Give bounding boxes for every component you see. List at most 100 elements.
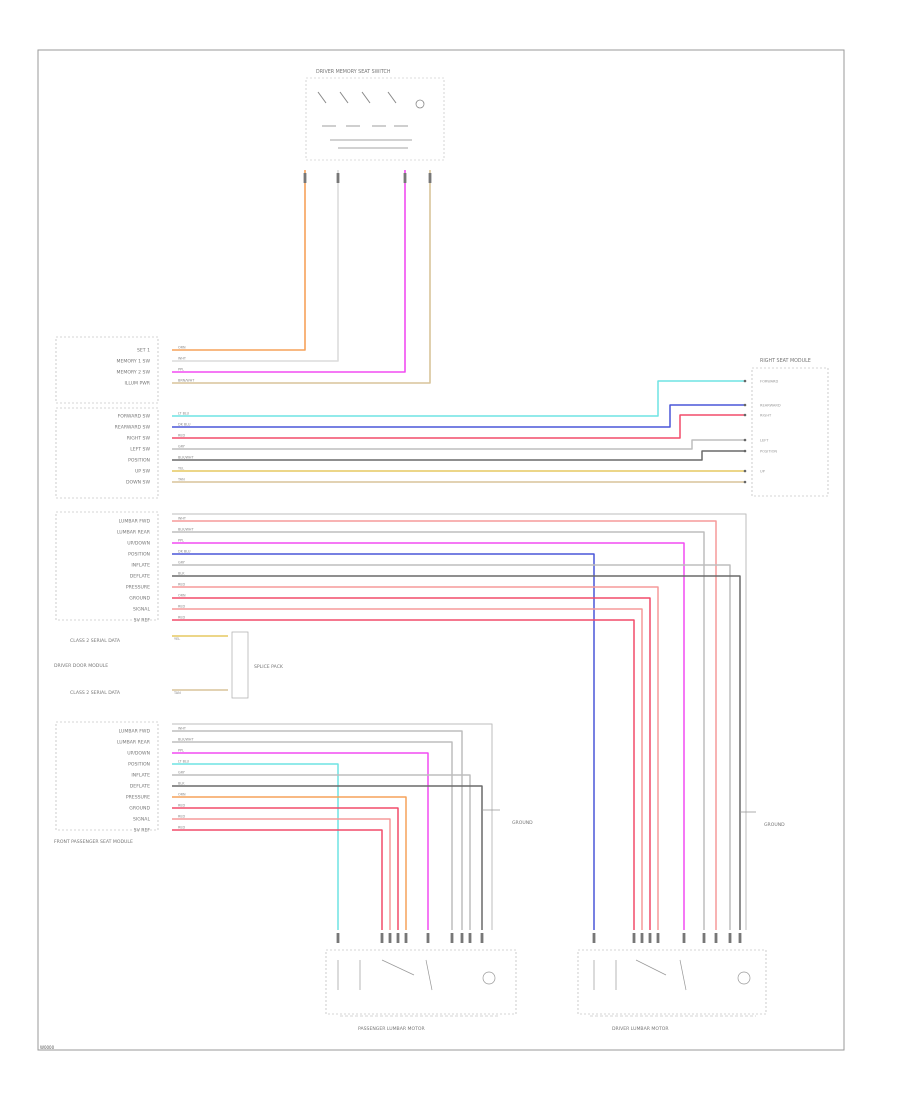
module-c-wire-label: PPL — [178, 539, 184, 543]
right-pin-label: POSITION — [760, 450, 777, 454]
serial-data-label-2: CLASS 2 SERIAL DATA — [70, 690, 121, 696]
connector-pin — [743, 480, 747, 484]
motor-connector-tick — [450, 933, 454, 943]
wire-group — [172, 170, 756, 930]
module-c-label: LUMBAR FWD — [119, 519, 151, 525]
module-c-wire-label: GRY — [178, 561, 186, 565]
module-d-label: POSITION — [128, 762, 150, 768]
connector-pin — [743, 403, 747, 407]
switch-wire — [172, 170, 339, 362]
splice-pack-label: SPLICE PACK — [254, 664, 284, 670]
driver-door-module-label: DRIVER DOOR MODULE — [54, 663, 108, 669]
module-c-wire-label: DK BLU — [178, 550, 191, 554]
module-c-wire-label: RED — [178, 605, 185, 609]
switch-wire — [172, 170, 306, 351]
module-d-wire-label: BLK — [178, 782, 185, 786]
module-d-wire — [172, 785, 483, 930]
module-c-label: LUMBAR REAR — [117, 530, 151, 536]
module-a-label: ILLUM PWR — [124, 381, 150, 387]
motor-connector-tick — [640, 933, 644, 943]
module-c-label: INFLATE — [131, 563, 150, 569]
module-c-label: POSITION — [128, 552, 150, 558]
module-d-wire — [172, 730, 463, 930]
module-b-wire — [172, 439, 745, 450]
right-pin-label: FORWARD — [760, 380, 779, 384]
motor-connector-tick — [656, 933, 660, 943]
module-b-wire — [172, 450, 745, 461]
module-d-label: INFLATE — [131, 773, 150, 779]
motor-connector-tick — [728, 933, 732, 943]
module-c-wire — [172, 564, 731, 930]
module-c-label: UP/DOWN — [127, 541, 150, 547]
module-c-wire-label: BLK/WHT — [178, 528, 194, 532]
module-c-wire-label: WHT — [178, 517, 187, 521]
module-a-wire-label: PPL — [178, 368, 184, 372]
module-b-wire-label: BLK/WHT — [178, 456, 194, 460]
module-d-label: 5V REF — [134, 828, 151, 834]
connector-tick — [303, 173, 307, 183]
module-a-wire-label: ORN — [178, 346, 186, 350]
right-pin-label: REARWARD — [760, 404, 781, 408]
module-d-label: LUMBAR REAR — [117, 740, 151, 746]
module-d-wire-label: ORN — [178, 793, 186, 797]
module-c-wire — [172, 586, 659, 930]
module-a-label: SET 1 — [137, 348, 150, 354]
connector-pin — [743, 413, 747, 417]
driver-motor-title: DRIVER LUMBAR MOTOR — [612, 1026, 669, 1032]
ground-label-left: GROUND — [512, 820, 533, 826]
motor-connector-tick — [738, 933, 742, 943]
module-b-label: RIGHT SW — [127, 436, 151, 442]
module-c-label: DEFLATE — [130, 574, 150, 580]
connector-tick — [403, 173, 407, 183]
serial-data-label-1: CLASS 2 SERIAL DATA — [70, 638, 121, 644]
module-d-label: PRESSURE — [126, 795, 150, 801]
connector-tick — [336, 173, 340, 183]
module-c-label: PRESSURE — [126, 585, 150, 591]
module-c-wire-label: RED — [178, 583, 185, 587]
module-d-wire — [172, 752, 429, 930]
module-d-wire — [172, 818, 391, 930]
right-seat-connector: RIGHT SEAT MODULE — [751, 358, 829, 497]
module-c-wire — [172, 608, 643, 930]
wire-label-yel: YEL — [174, 637, 180, 641]
connector-pin — [743, 379, 747, 383]
footer-code: W0000 — [40, 1045, 55, 1050]
module-d-wire-label: GRY — [178, 771, 186, 775]
module-d-wire — [172, 796, 407, 930]
motor-connector-tick — [648, 933, 652, 943]
passenger-motor-title: PASSENGER LUMBAR MOTOR — [358, 1026, 426, 1032]
motor-connector-tick — [702, 933, 706, 943]
module-b-wire-label: YEL — [178, 467, 184, 471]
module-d-wire — [172, 774, 471, 930]
front-passenger-module-label: FRONT PASSENGER SEAT MODULE — [54, 839, 133, 845]
driver-lumbar-motor: DRIVER LUMBAR MOTOR — [577, 949, 767, 1032]
module-d-wire-label: PPL — [178, 749, 184, 753]
module-c-label: GROUND — [129, 596, 150, 602]
passenger-lumbar-motor: PASSENGER LUMBAR MOTOR — [325, 949, 517, 1032]
module-d-label: GROUND — [129, 806, 150, 812]
module-d-label: LUMBAR FWD — [119, 729, 151, 735]
module-c-wire — [172, 553, 595, 930]
motor-connector-tick — [380, 933, 384, 943]
module-c-label: SIGNAL — [133, 607, 150, 613]
motor-connector-tick — [468, 933, 472, 943]
module-a-wire-label: BRN/WHT — [178, 379, 195, 383]
module-a-wire-label: WHT — [178, 357, 187, 361]
module-b-wire-label: DK BLU — [178, 423, 191, 427]
module-b-wire — [172, 380, 745, 417]
module-c-wire — [172, 531, 705, 930]
module-c-top-wire — [172, 513, 747, 930]
module-c-wire — [172, 597, 651, 930]
module-b-wire — [172, 404, 745, 428]
module-d-top-wire — [172, 723, 493, 930]
module-c-wire-label: ORN — [178, 594, 186, 598]
module-d-wire-label: WHT — [178, 727, 187, 731]
motor-connector-tick — [592, 933, 596, 943]
driver-memory-switch: DRIVER MEMORY SEAT SWITCH — [305, 69, 445, 161]
connector-tick — [428, 173, 432, 183]
module-d-wire — [172, 829, 383, 930]
connector-pin — [743, 469, 747, 473]
motor-connector-tick — [336, 933, 340, 943]
right-pin-label: RIGHT — [760, 414, 772, 418]
